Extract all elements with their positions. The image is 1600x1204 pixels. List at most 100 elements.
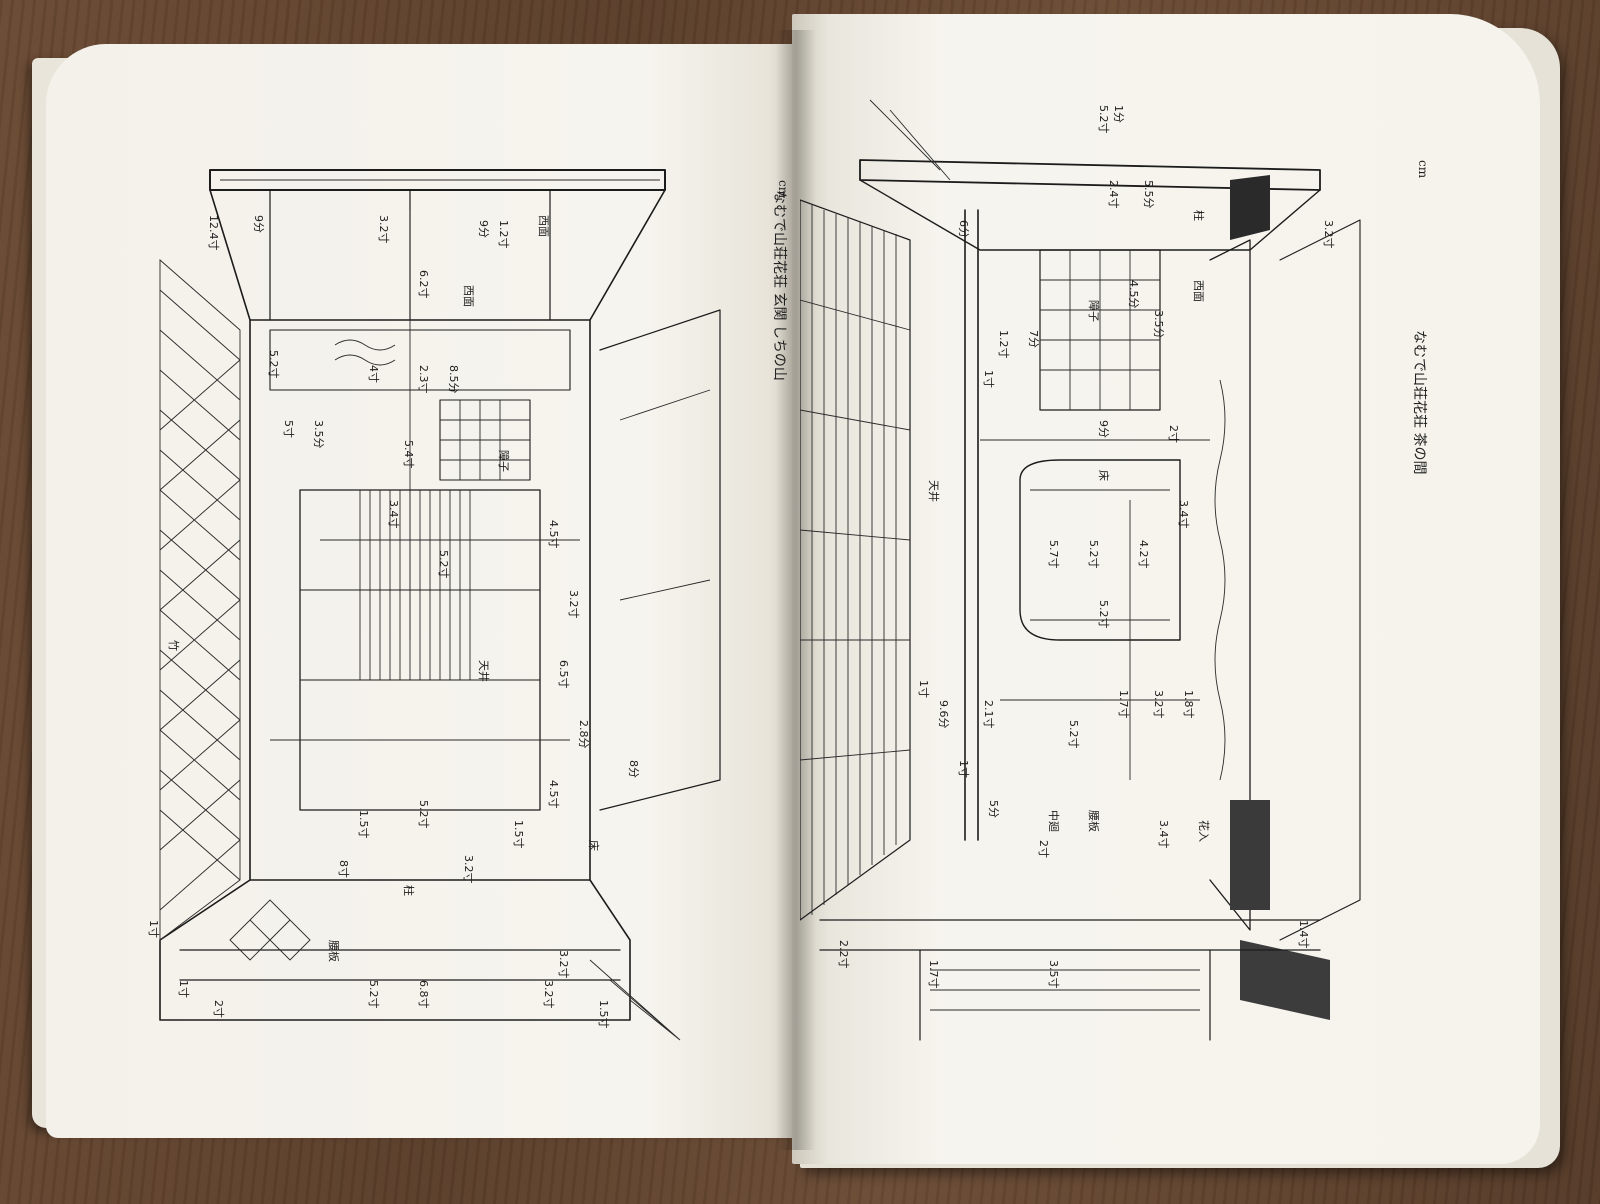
left-lattice-wall [159, 259, 241, 941]
dim-label: 3.2寸 [1322, 220, 1336, 249]
dim-label: 1.2寸 [497, 220, 511, 249]
dim-label: 5.2寸 [267, 350, 281, 379]
dim-label: 2寸 [1037, 840, 1051, 858]
left-sketch: 12.4寸 9分 3.2寸 6.2寸 9分 1.2寸 5.2寸 5寸 3.5分 … [147, 169, 721, 1041]
dim-label: 5.2寸 [1097, 600, 1111, 629]
dim-label: 8寸 [337, 860, 351, 878]
stone-floor [1240, 940, 1330, 1020]
dim-label: 6分 [957, 220, 970, 238]
right-lattice-wall [800, 199, 911, 921]
material-label: 障子 [1087, 300, 1101, 322]
dim-label: 5.2寸 [1087, 540, 1101, 569]
tokonoma-alcove [1019, 459, 1181, 641]
dim-label: 2.8分 [577, 720, 590, 749]
dim-label: 3.4寸 [1177, 500, 1191, 529]
dim-label: 1寸 [982, 370, 996, 388]
dim-label: 1.2寸 [997, 330, 1011, 359]
right-sketch: 5.2寸 1分 3.2寸 2.4寸 5.5分 6分 3.5分 4.5分 1寸 7… [800, 99, 1361, 1041]
dim-label: 1寸 [917, 680, 931, 698]
bamboo-panel [359, 490, 471, 680]
left-page [46, 44, 798, 1138]
dim-label: 3.2寸 [1152, 690, 1166, 719]
dim-label: 4寸 [367, 365, 381, 383]
dim-label: 5.2寸 [1067, 720, 1081, 749]
dim-label: 2寸 [1167, 425, 1181, 443]
dim-label: 4.5寸 [547, 520, 561, 549]
right-page-caption: なむで山荘花荘 茶の間 [1411, 330, 1427, 475]
material-label: 柱 [1192, 210, 1206, 221]
material-label: 柱 [402, 885, 416, 896]
dim-label: 1.8寸 [1182, 690, 1196, 719]
dim-label: 1.5寸 [357, 810, 371, 839]
dim-label: 4.2寸 [1137, 540, 1151, 569]
dim-label: 8.5分 [447, 365, 460, 394]
dim-label: 2.1寸 [982, 700, 996, 729]
dim-label: 9.6分 [937, 700, 950, 729]
dim-label: 5.5分 [1142, 180, 1155, 209]
dim-label: 1.5寸 [512, 820, 526, 849]
material-label: 天井 [927, 480, 941, 502]
dim-label: 1.5寸 [597, 1000, 611, 1029]
dim-label: 4.5寸 [547, 780, 561, 809]
material-label: 中廻 [1047, 810, 1060, 832]
dim-label: 2.3寸 [417, 365, 431, 394]
right-shoji-window [1039, 249, 1161, 411]
dim-label: 1寸 [177, 980, 191, 998]
dim-label: 4.5分 [1127, 280, 1140, 309]
dim-label: 6.8寸 [417, 980, 431, 1009]
material-label: 障子 [497, 450, 511, 472]
dim-label: 6.5寸 [557, 660, 571, 689]
shoji-window [439, 399, 531, 481]
dim-label: 9分 [252, 215, 265, 233]
dark-panel [1230, 175, 1270, 240]
dim-label: 3.5分 [1152, 310, 1165, 339]
material-label: 床 [1097, 470, 1111, 481]
dim-label: 5分 [987, 800, 1000, 818]
material-label: 花入 [1197, 820, 1210, 842]
dim-label: 3.2寸 [567, 590, 581, 619]
dim-label: 3.5寸 [1047, 960, 1061, 989]
dim-label: 5.7寸 [1047, 540, 1061, 569]
dim-label: 2.2寸 [837, 940, 851, 969]
dim-label: 3.2寸 [557, 950, 571, 979]
dim-label: 1分 [1112, 105, 1125, 123]
material-label: 床 [587, 840, 601, 851]
material-label: 西面 [537, 215, 550, 237]
material-label: 西面 [1192, 280, 1205, 302]
dim-label: 3.2寸 [377, 215, 391, 244]
right-page [792, 14, 1540, 1164]
dim-label: 3.2寸 [542, 980, 556, 1009]
stone-panel [1230, 800, 1270, 910]
dim-label: 9分 [1097, 420, 1110, 438]
dim-label: 3.5分 [312, 420, 325, 449]
dim-label: 5.2寸 [417, 800, 431, 829]
dim-label: 5.2寸 [437, 550, 451, 579]
dim-label: 1.7寸 [927, 960, 941, 989]
material-label: 腰板 [327, 940, 341, 962]
herringbone-tile [229, 899, 311, 961]
book-gutter [776, 30, 816, 1150]
dim-label: 5.2寸 [367, 980, 381, 1009]
material-label: 竹 [167, 640, 181, 651]
material-label: 西面 [462, 285, 475, 307]
material-label: 腰板 [1087, 810, 1101, 832]
dim-label: 12.4寸 [207, 215, 221, 251]
dim-label: 3.4寸 [387, 500, 401, 529]
dim-label: 3.2寸 [462, 855, 476, 884]
dim-label: 9分 [477, 220, 490, 238]
dim-label: 6.2寸 [417, 270, 431, 299]
dim-label: 2寸 [212, 1000, 226, 1018]
right-page-mark: cm [1416, 160, 1430, 179]
dim-label: 1.7寸 [1117, 690, 1131, 719]
dim-label: 7分 [1027, 330, 1040, 348]
dim-label: 1.4寸 [1297, 920, 1311, 949]
material-label: 天井 [477, 660, 491, 682]
dim-label: 3.4寸 [1157, 820, 1171, 849]
dim-label: 1寸 [147, 920, 161, 938]
dim-label: 1寸 [957, 760, 971, 778]
dim-label: 5.2寸 [1097, 105, 1111, 134]
dim-label: 5.4寸 [402, 440, 416, 469]
dim-label: 5寸 [282, 420, 296, 438]
dim-label: 8分 [627, 760, 640, 778]
